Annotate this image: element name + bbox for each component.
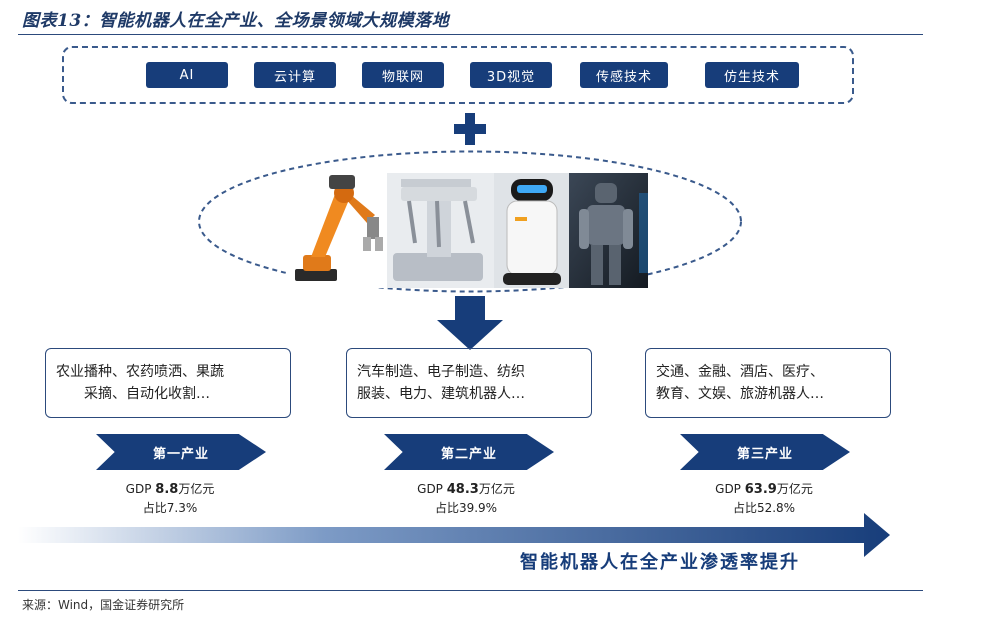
secondary-industry-gdp: GDP 48.3万亿元 占比39.9%	[366, 480, 566, 517]
tech-cloud-computing: 云计算	[254, 62, 336, 88]
tertiary-industry-gdp: GDP 63.9万亿元 占比52.8%	[664, 480, 864, 517]
service-robot-photo	[494, 173, 569, 288]
primary-industry-gdp: GDP 8.8万亿元 占比7.3%	[70, 480, 270, 517]
surgical-robot-photo	[387, 173, 494, 288]
humanoid-robot-photo	[569, 173, 648, 288]
gdp-share: 占比39.9%	[434, 501, 498, 515]
down-arrow-icon	[437, 296, 503, 350]
tech-bionics: 仿生技术	[705, 62, 799, 88]
primary-industry-scenarios: 农业播种、农药喷洒、果蔬 采摘、自动化收割…	[45, 348, 291, 418]
gdp-value: 63.9	[744, 482, 777, 497]
plus-icon-bar	[454, 124, 486, 134]
title-divider	[18, 34, 923, 35]
gdp-share: 占比7.3%	[142, 501, 198, 515]
figure-title: 图表13：智能机器人在全产业、全场景领域大规模落地	[22, 11, 450, 31]
secondary-industry-label: 第二产业	[384, 434, 554, 470]
scenario-line: 交通、金融、酒店、医疗、	[656, 364, 824, 380]
tech-3d-vision: 3D视觉	[470, 62, 552, 88]
tertiary-industry-scenarios: 交通、金融、酒店、医疗、 教育、文娱、旅游机器人…	[645, 348, 891, 418]
tech-sensing: 传感技术	[580, 62, 668, 88]
source-note: 来源：Wind，国金证券研究所	[22, 598, 185, 612]
gdp-share: 占比52.8%	[732, 501, 796, 515]
scenario-line: 汽车制造、电子制造、纺织	[357, 364, 525, 380]
scenario-line: 农业播种、农药喷洒、果蔬	[56, 364, 224, 380]
gdp-prefix: GDP	[715, 482, 741, 496]
gdp-unit: 万亿元	[478, 482, 515, 496]
gdp-prefix: GDP	[125, 482, 152, 496]
penetration-arrow	[18, 513, 890, 557]
tech-ai: AI	[146, 62, 228, 88]
gdp-unit: 万亿元	[776, 482, 813, 496]
scenario-line: 服装、电力、建筑机器人…	[357, 386, 525, 402]
technology-group-box	[62, 46, 854, 104]
industrial-robot-arm-photo	[289, 173, 387, 288]
arrow-caption: 智能机器人在全产业渗透率提升	[520, 552, 800, 573]
robot-photos	[289, 173, 648, 288]
scenario-line: 教育、文娱、旅游机器人…	[656, 386, 824, 402]
primary-industry-label: 第一产业	[96, 434, 266, 470]
gdp-value: 8.8	[155, 482, 179, 497]
robot-ellipse	[198, 150, 742, 293]
scenario-line: 采摘、自动化收割…	[84, 386, 210, 402]
secondary-industry-scenarios: 汽车制造、电子制造、纺织 服装、电力、建筑机器人…	[346, 348, 592, 418]
source-divider	[18, 590, 923, 591]
gdp-value: 48.3	[446, 482, 479, 497]
tech-iot: 物联网	[362, 62, 444, 88]
gdp-unit: 万亿元	[178, 482, 215, 496]
tertiary-industry-label: 第三产业	[680, 434, 850, 470]
gdp-prefix: GDP	[417, 482, 443, 496]
